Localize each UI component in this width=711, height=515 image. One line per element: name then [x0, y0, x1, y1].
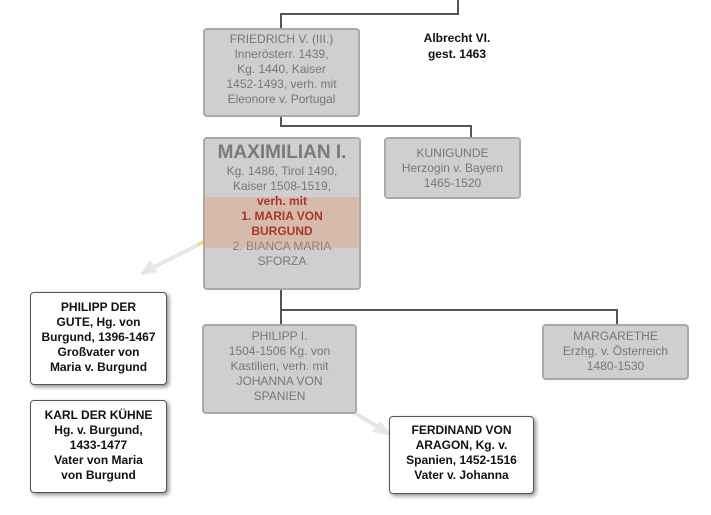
margarethe-line: 1480-1530 [586, 359, 645, 373]
margarethe-line: Erzhg. v. Österreich [562, 344, 669, 358]
margarethe-line: MARGARETHE [573, 329, 658, 343]
friedrich-line: 1452-1493, verh. mit [226, 77, 337, 91]
philipp1-line: SPANIEN [253, 389, 306, 403]
ferdinand-line: ARAGON, Kg. v. [415, 438, 508, 452]
person-box-kunigunde: KUNIGUNDE Herzogin v. Bayern 1465-1520 [384, 137, 521, 199]
maximilian-line: Kaiser 1508-1519, [232, 179, 332, 193]
connector-maximilian-down [280, 290, 618, 324]
person-box-philipp-i: PHILIPP I. 1504-1506 Kg. von Kastilien, … [202, 324, 357, 414]
philipp-gute-line: Großvater von [57, 345, 140, 359]
person-box-karl-der-kuehne: KARL DER KÜHNE Hg. v. Burgund, 1433-1477… [30, 400, 167, 493]
person-box-friedrich: FRIEDRICH V. (III.) Innerösterr. 1439, K… [203, 28, 360, 117]
karl-line: Vater von Maria [54, 453, 143, 467]
label-albrecht: Albrecht VI. gest. 1463 [392, 30, 522, 62]
kunigunde-line: KUNIGUNDE [416, 146, 489, 160]
friedrich-line: Eleonore v. Portugal [227, 92, 336, 106]
karl-line: von Burgund [61, 468, 136, 482]
maximilian-spouse-line: verh. mit [256, 194, 307, 208]
maximilian-spouse-line: 1. MARIA VON [241, 209, 323, 223]
kunigunde-line: 1465-1520 [423, 176, 482, 190]
philipp-gute-line: GUTE, Hg. von [56, 315, 141, 329]
person-box-maximilian: MAXIMILIAN I. Kg. 1486, Tirol 1490, Kais… [203, 137, 361, 290]
philipp-gute-line: PHILIPP DER [60, 300, 137, 314]
highlight-maria-von-burgund [204, 197, 360, 248]
albrecht-line: Albrecht VI. [423, 31, 491, 45]
person-box-margarethe: MARGARETHE Erzhg. v. Österreich 1480-153… [542, 324, 689, 380]
person-box-philipp-der-gute: PHILIPP DER GUTE, Hg. von Burgund, 1396-… [30, 292, 167, 385]
ferdinand-line: Vater v. Johanna [414, 468, 509, 482]
philipp1-line: 1504-1506 Kg. von [228, 344, 331, 358]
philipp1-line: PHILIPP I. [251, 329, 308, 343]
ferdinand-line: Spanien, 1452-1516 [406, 453, 517, 467]
friedrich-line: FRIEDRICH V. (III.) [229, 32, 334, 46]
maximilian-line: SFORZA [257, 254, 307, 268]
philipp-gute-line: Maria v. Burgund [49, 360, 148, 374]
philipp1-line: JOHANNA VON [236, 374, 323, 388]
philipp1-line: Kastilien, verh. mit [230, 359, 329, 373]
connector-friedrich-down [280, 117, 472, 137]
kunigunde-line: Herzogin v. Bayern [401, 161, 504, 175]
philipp-gute-line: Burgund, 1396-1467 [41, 330, 156, 344]
maximilian-line: 2. BIANCA MARIA [232, 239, 332, 253]
ferdinand-line: FERDINAND VON [411, 423, 512, 437]
karl-line: Hg. v. Burgund, [54, 423, 143, 437]
friedrich-line: Innerösterr. 1439, [234, 47, 329, 61]
albrecht-line: gest. 1463 [427, 47, 487, 61]
maximilian-line: Kg. 1486, Tirol 1490, [226, 164, 338, 178]
connector-top [280, 0, 459, 28]
karl-line: 1433-1477 [69, 438, 128, 452]
maximilian-name: MAXIMILIAN I. [217, 142, 347, 163]
person-box-ferdinand-von-aragon: FERDINAND VON ARAGON, Kg. v. Spanien, 14… [389, 416, 534, 494]
karl-line: KARL DER KÜHNE [44, 408, 153, 422]
friedrich-line: Kg. 1440, Kaiser [237, 62, 326, 76]
maximilian-spouse-line: BURGUND [251, 224, 313, 238]
